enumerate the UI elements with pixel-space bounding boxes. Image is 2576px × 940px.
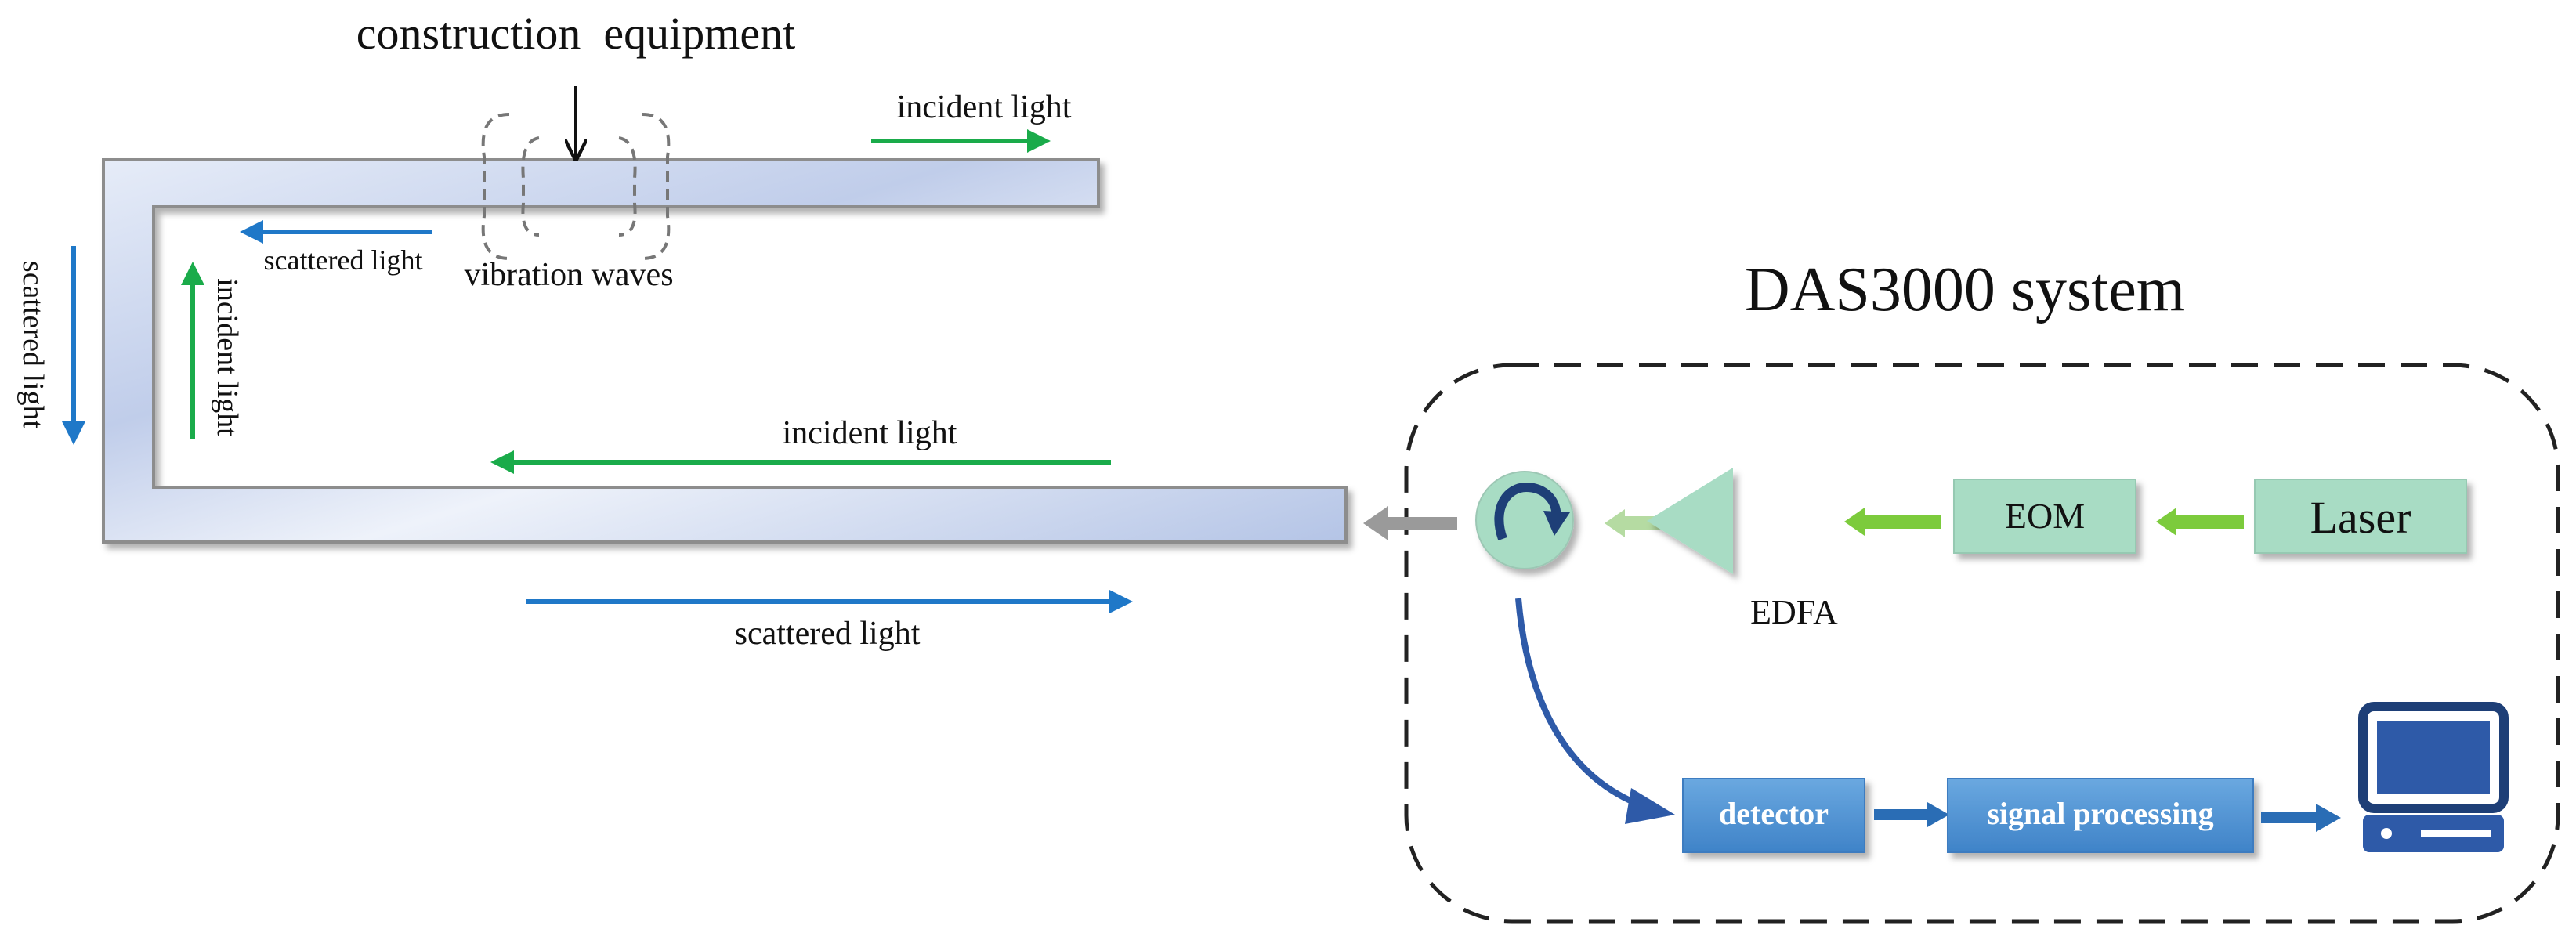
triangle-amplifier-icon [1647,468,1733,574]
label-scattered-light-vertical: scattered light [16,261,49,429]
label-incident-light-top: incident light [897,89,1072,125]
label-scattered-light-bottom: scattered light [735,616,921,652]
arrow-eom-to-edfa-head [1844,508,1865,536]
label-scattered-light-top: scattered light [264,244,423,276]
arrow-circulator-to-detector-head [1625,788,1675,824]
label-incident-light-bottom: incident light [783,415,957,451]
label-construction-equipment: construction equipment [356,8,796,59]
arrow-signal-to-computer-head [2316,804,2341,832]
connector-gray-arrow-head [1363,506,1388,540]
laser-box [2254,479,2467,554]
circulator-icon [1494,482,1570,540]
label-edfa: EDFA [1750,593,1838,631]
label-signal-processing: signal processing [1987,796,2213,831]
arrow-circulator-to-detector [1515,598,1647,810]
arrow-detector-to-signal-head [1927,802,1949,827]
arrow-edfa-to-circulator-head [1605,509,1625,537]
signal-processing-box [1947,778,2254,853]
vibration-waves-left [481,113,540,260]
label-incident-light-vertical: incident light [211,278,244,436]
label-laser: Laser [2310,492,2411,543]
label-detector: detector [1719,796,1829,831]
label-eom: EOM [2005,496,2085,536]
system-title: DAS3000 system [1745,255,2185,324]
vibration-waves-right [618,113,671,260]
computer-icon [2358,702,2509,852]
label-vibration-waves: vibration waves [464,257,673,293]
arrow-laser-to-eom-head [2156,508,2176,536]
system-boundary [1404,363,2560,924]
fiber-loop [102,158,1348,544]
eom-box [1953,479,2136,554]
detector-box [1682,778,1865,853]
